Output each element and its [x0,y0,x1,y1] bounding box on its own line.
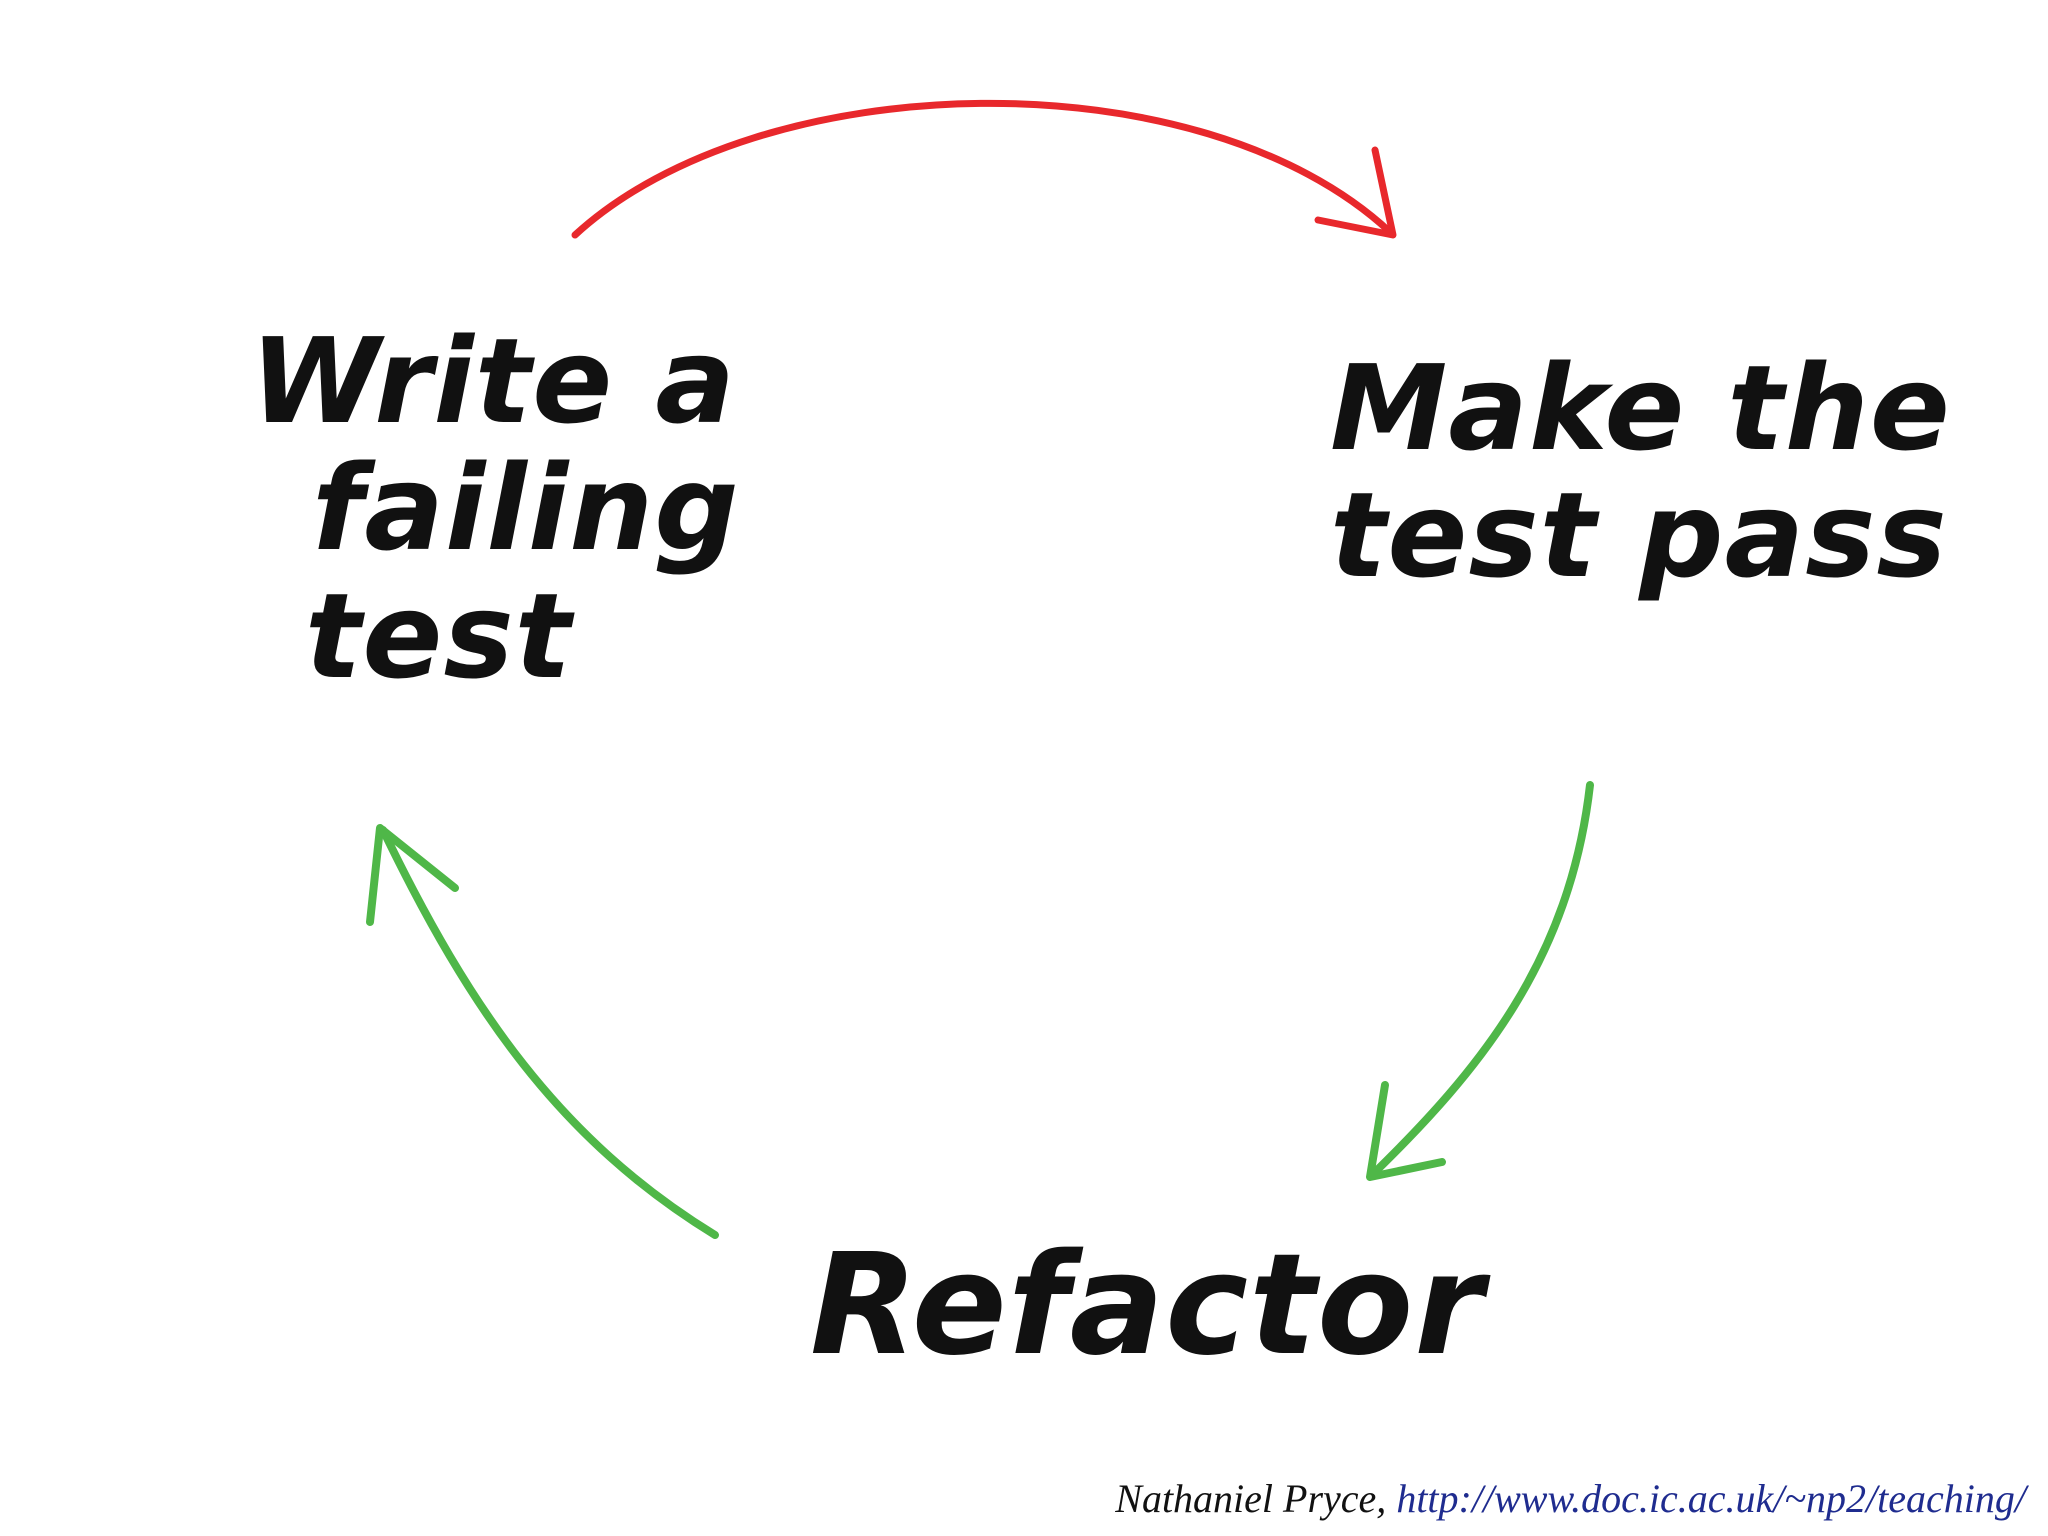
stage-make-line-1: Make the [1330,339,1951,477]
stage-write-line-3: test [305,566,573,705]
arrow-green-1-head [1366,1081,1446,1181]
stage-write-line-1: Write a [250,312,737,450]
arrow-green-1-shaft [1368,781,1594,1179]
stage-refactor: Refactor [810,1230,1484,1381]
arrow-pass-to-refactor [1366,781,1594,1181]
stage-refactor-line-1: Refactor [810,1224,1485,1387]
attribution-link[interactable]: http://www.doc.ic.ac.uk/~np2/teaching/ [1396,1476,2026,1521]
stage-make-test-pass: Make the test pass [1330,339,1951,605]
arrow-red-shaft [571,99,1394,239]
arrow-write-to-pass [571,99,1397,239]
attribution: Nathaniel Pryce, http://www.doc.ic.ac.uk… [1115,1475,2026,1522]
arrow-green-2-shaft [379,826,719,1239]
stage-write-failing-test: Write a failing test [250,312,740,705]
stage-make-line-2: test pass [1330,466,1948,605]
attribution-author: Nathaniel Pryce, [1115,1476,1397,1521]
arrow-red-head [1314,146,1397,239]
arrow-green-2-head [366,824,459,926]
arrow-refactor-to-write [366,824,719,1239]
stage-write-line-2: failing [312,439,740,578]
